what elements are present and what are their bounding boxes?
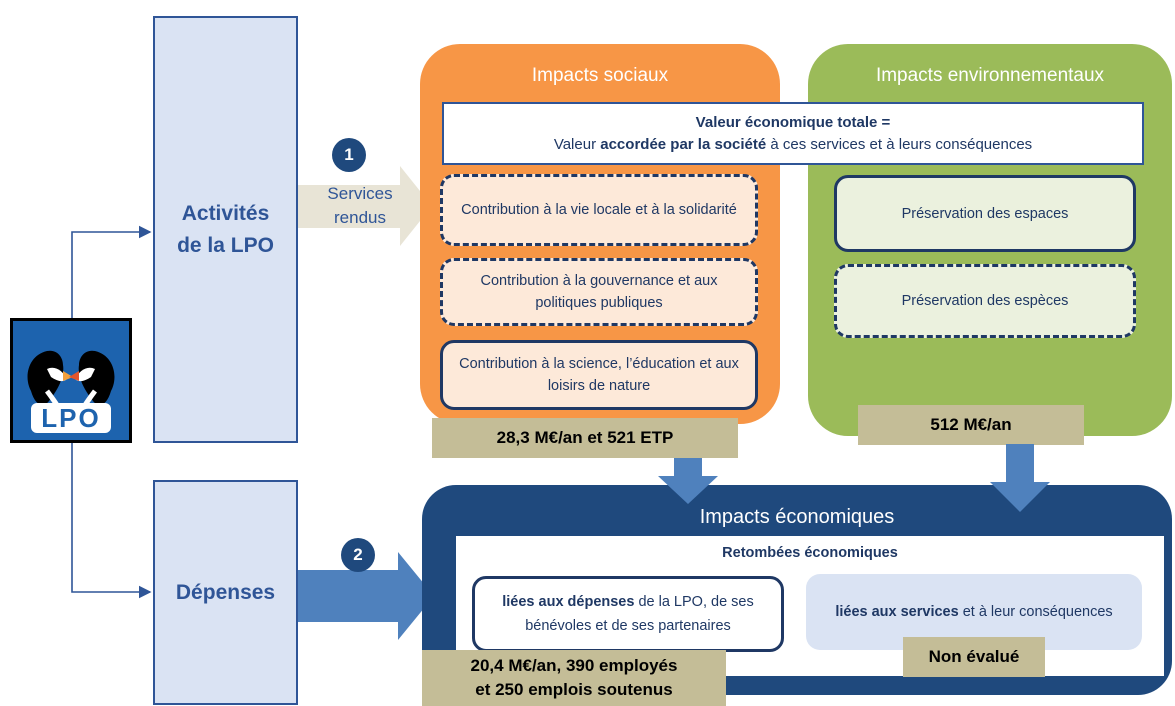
economic-spending-value-line1: 20,4 M€/an, 390 employés — [470, 656, 678, 675]
social-value-tag: 28,3 M€/an et 521 ETP — [432, 418, 738, 458]
puffin-icon — [27, 350, 115, 414]
total-value-box: Valeur économique totale = Valeur accord… — [442, 102, 1144, 165]
services-label-line2: rendus — [334, 208, 386, 227]
economic-impacts-title: Impacts économiques — [699, 505, 895, 528]
economic-spending-value-tag: 20,4 M€/an, 390 employés et 250 emplois … — [422, 650, 726, 706]
services-arrow — [298, 166, 432, 246]
expenses-box: Dépenses — [153, 480, 298, 705]
economic-services-value-tag: Non évalué — [903, 637, 1045, 677]
lpo-logo: LPO — [10, 318, 132, 443]
environmental-down-arrow — [990, 444, 1050, 512]
env-item-species: Préservation des espèces — [834, 264, 1136, 338]
activities-label-line1: Activités — [181, 201, 270, 225]
environmental-impacts-title: Impacts environnementaux — [875, 65, 1105, 86]
environmental-value-tag: 512 M€/an — [858, 405, 1084, 445]
social-down-arrow — [658, 458, 718, 504]
social-impacts-title: Impacts sociaux — [531, 65, 669, 86]
services-label-line1: Services — [327, 184, 393, 203]
social-item-local-life: Contribution à la vie locale et à la sol… — [440, 174, 758, 246]
logo-text: LPO — [31, 403, 111, 433]
tree-connector — [71, 225, 152, 599]
services-badge: 1 — [332, 138, 366, 172]
social-item-governance: Contribution à la gouvernance et aux pol… — [440, 258, 758, 326]
total-value-heading: Valeur économique totale = — [695, 113, 891, 131]
economic-spending-value-line2: et 250 emplois soutenus — [475, 680, 673, 699]
economic-item-spending: liées aux dépenses de la LPO, de ses bén… — [472, 576, 784, 652]
activities-box: Activités de la LPO — [153, 16, 298, 443]
spending-badge: 2 — [341, 538, 375, 572]
social-item-science: Contribution à la science, l’éducation e… — [440, 340, 758, 410]
economic-subtitle: Retombées économiques — [722, 545, 898, 561]
total-value-text: Valeur accordée par la société à ces ser… — [553, 135, 1033, 153]
spending-arrow — [298, 552, 434, 640]
activities-label-line2: de la LPO — [177, 233, 274, 257]
expenses-label: Dépenses — [175, 580, 276, 604]
services-label: Services rendus — [312, 182, 408, 230]
env-item-spaces: Préservation des espaces — [834, 175, 1136, 252]
